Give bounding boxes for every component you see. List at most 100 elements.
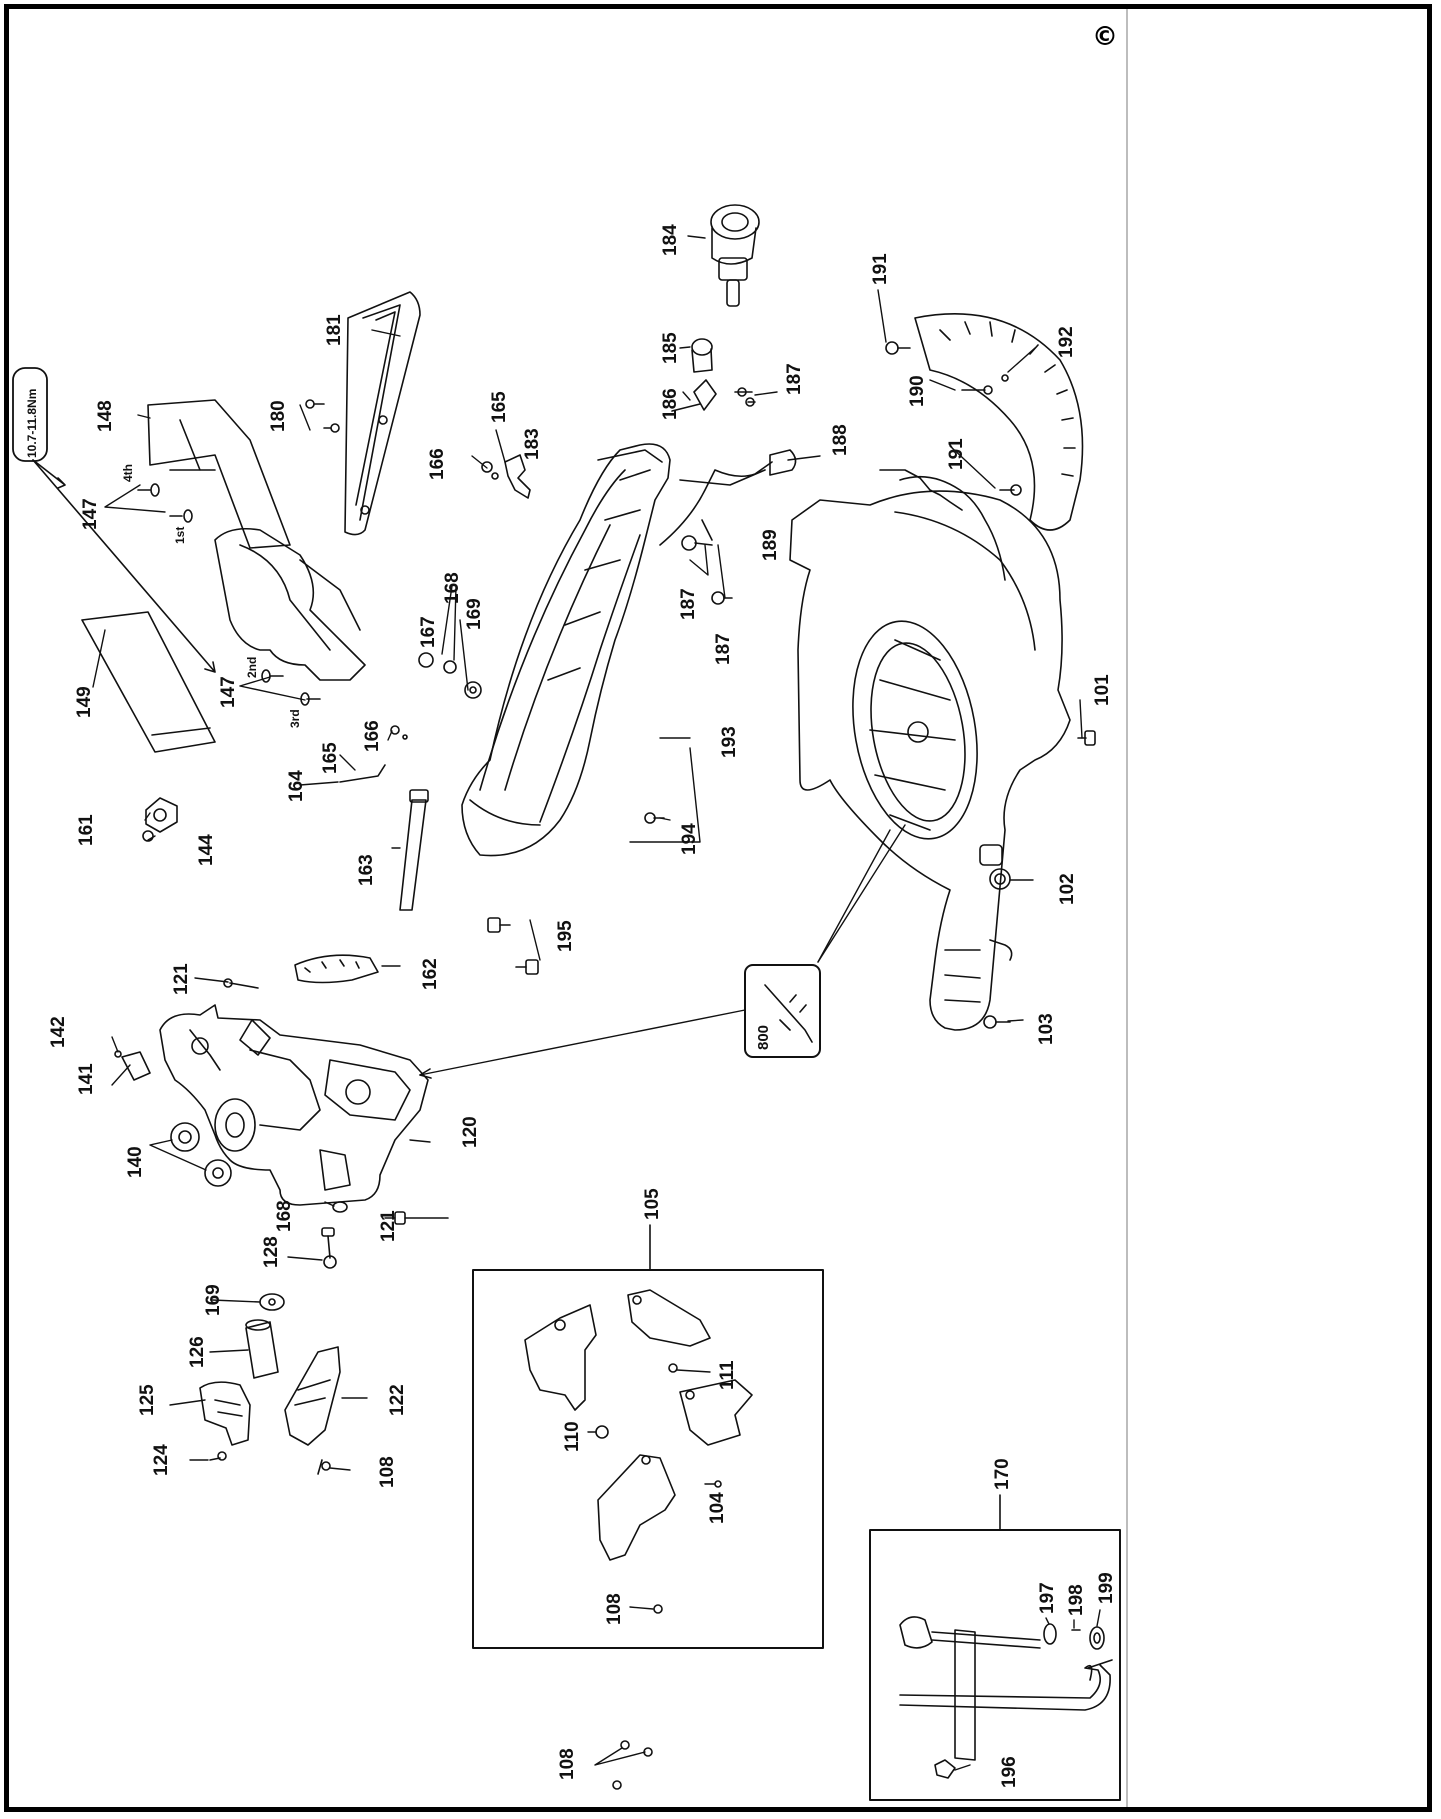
part-188-189-linkage bbox=[659, 449, 797, 546]
label-128: 128 bbox=[261, 1236, 282, 1268]
screw-order-3rd: 3rd bbox=[288, 709, 302, 728]
screw-order-4th: 4th bbox=[121, 464, 135, 482]
label-148: 148 bbox=[95, 400, 116, 432]
label-198: 198 bbox=[1066, 1584, 1087, 1616]
label-104: 104 bbox=[707, 1492, 728, 1524]
label-149: 149 bbox=[74, 686, 95, 718]
label-101: 101 bbox=[1092, 674, 1113, 706]
part-102-bushing bbox=[994, 873, 1006, 885]
part-101-bolt bbox=[1077, 730, 1096, 746]
part-167-169-washers bbox=[418, 652, 482, 699]
right-margin-divider bbox=[1126, 9, 1128, 1807]
label-169-b: 169 bbox=[203, 1284, 224, 1316]
part-122-lever bbox=[284, 1346, 341, 1446]
part-125-clamp bbox=[199, 1381, 251, 1446]
part-108-screw-a bbox=[317, 1459, 331, 1475]
label-120: 120 bbox=[460, 1116, 481, 1148]
part-170-clamp-kit-box bbox=[869, 1494, 1121, 1801]
label-163: 163 bbox=[356, 854, 377, 886]
part-195-bolts bbox=[487, 917, 539, 975]
part-161-144-knob bbox=[142, 797, 178, 842]
label-108-c: 108 bbox=[557, 1748, 578, 1780]
part-128-168-bolt bbox=[321, 1201, 348, 1269]
label-102: 102 bbox=[1057, 873, 1078, 905]
torque-note: 10.7-11.8Nm bbox=[25, 389, 39, 458]
label-193: 193 bbox=[719, 726, 740, 758]
part-148-fence bbox=[147, 399, 291, 549]
part-800-callout bbox=[419, 824, 906, 1079]
part-193-upper-guard bbox=[461, 443, 671, 857]
part-124-screw bbox=[209, 1451, 227, 1461]
label-125: 125 bbox=[137, 1384, 158, 1416]
lower-arm-assembly bbox=[789, 469, 1071, 1031]
part-186-clip bbox=[671, 379, 717, 412]
label-189: 189 bbox=[760, 529, 781, 561]
part-181-rail bbox=[344, 291, 421, 536]
part-163-pin bbox=[399, 789, 429, 911]
label-103: 103 bbox=[1036, 1013, 1057, 1045]
label-184: 184 bbox=[660, 224, 681, 256]
label-191-b: 191 bbox=[946, 438, 967, 470]
label-141: 141 bbox=[76, 1063, 97, 1095]
label-197: 197 bbox=[1037, 1582, 1058, 1614]
label-164: 164 bbox=[286, 770, 307, 802]
torque-callout bbox=[12, 367, 216, 673]
part-169-washer bbox=[259, 1293, 285, 1311]
leader-lines bbox=[92, 235, 1101, 1771]
label-165: 165 bbox=[489, 391, 510, 423]
label-185: 185 bbox=[660, 332, 681, 364]
part-191-screw bbox=[885, 341, 911, 355]
part-190-screw bbox=[961, 385, 993, 395]
label-105: 105 bbox=[642, 1188, 663, 1220]
part-191-screw-b bbox=[999, 484, 1022, 496]
label-121: 121 bbox=[171, 963, 192, 995]
copyright-symbol: © bbox=[1092, 22, 1118, 52]
label-162: 162 bbox=[420, 958, 441, 990]
label-194: 194 bbox=[679, 823, 700, 855]
label-191: 191 bbox=[870, 253, 891, 285]
label-166: 166 bbox=[427, 448, 448, 480]
part-187-screws bbox=[681, 387, 756, 605]
label-140: 140 bbox=[125, 1146, 146, 1178]
part-162-segment bbox=[294, 954, 379, 984]
label-195: 195 bbox=[555, 920, 576, 952]
label-147: 147 bbox=[80, 498, 101, 530]
part-105-kit-box bbox=[472, 1224, 824, 1649]
part-108-screws-bottom bbox=[612, 1740, 653, 1790]
label-124: 124 bbox=[151, 1444, 172, 1476]
screw-order-1st: 1st bbox=[173, 527, 187, 544]
label-168-b: 168 bbox=[274, 1200, 295, 1232]
label-187-b: 187 bbox=[678, 588, 699, 620]
label-166-b: 166 bbox=[362, 720, 383, 752]
label-161: 161 bbox=[76, 814, 97, 846]
part-183-bracket bbox=[504, 454, 531, 499]
label-144: 144 bbox=[196, 834, 217, 866]
label-190: 190 bbox=[907, 375, 928, 407]
part-labels: 184 191 192 190 191 185 186 187 188 189 … bbox=[25, 224, 1117, 1788]
label-111: 111 bbox=[717, 1360, 738, 1390]
label-800: 800 bbox=[755, 1025, 772, 1050]
label-121-b: 121 bbox=[378, 1210, 399, 1242]
part-147-screws-top bbox=[137, 483, 193, 523]
part-184-motor-knob bbox=[710, 204, 760, 307]
label-142: 142 bbox=[48, 1016, 69, 1048]
label-180: 180 bbox=[268, 400, 289, 432]
part-165-166-small bbox=[339, 461, 499, 783]
label-169: 169 bbox=[464, 598, 485, 630]
label-199: 199 bbox=[1096, 1572, 1117, 1604]
label-183: 183 bbox=[522, 428, 543, 460]
part-103-screw bbox=[983, 1015, 1011, 1029]
label-187-c: 187 bbox=[713, 633, 734, 665]
label-181: 181 bbox=[324, 314, 345, 346]
label-187: 187 bbox=[784, 363, 805, 395]
label-196: 196 bbox=[999, 1756, 1020, 1788]
label-192: 192 bbox=[1056, 326, 1077, 358]
label-170: 170 bbox=[992, 1458, 1013, 1490]
label-165-b: 165 bbox=[320, 742, 341, 774]
part-180-screws bbox=[305, 399, 340, 433]
label-147-b: 147 bbox=[218, 676, 239, 708]
label-186: 186 bbox=[660, 388, 681, 420]
screw-order-2nd: 2nd bbox=[245, 657, 259, 678]
